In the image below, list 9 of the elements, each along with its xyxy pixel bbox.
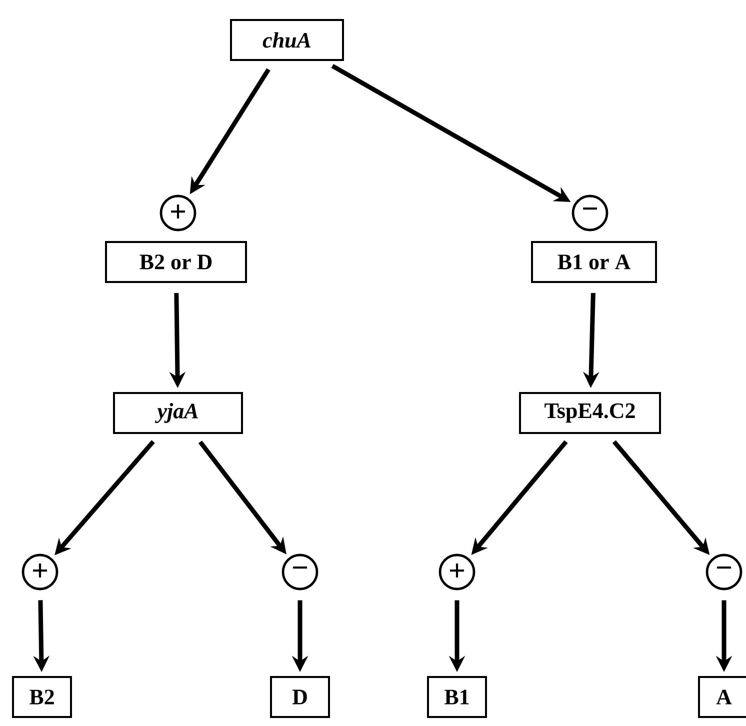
group-box: TspE4.C2 [519, 392, 661, 434]
group-box: B2 or D [105, 241, 247, 283]
group-box: B1 or A [531, 241, 657, 283]
group-box: yjaA [113, 392, 243, 434]
group-box: D [270, 676, 330, 718]
group-box: B2 [12, 676, 72, 718]
group-box: A [698, 676, 746, 718]
group-box: B1 [427, 676, 487, 718]
group-box: chuA [230, 19, 344, 61]
